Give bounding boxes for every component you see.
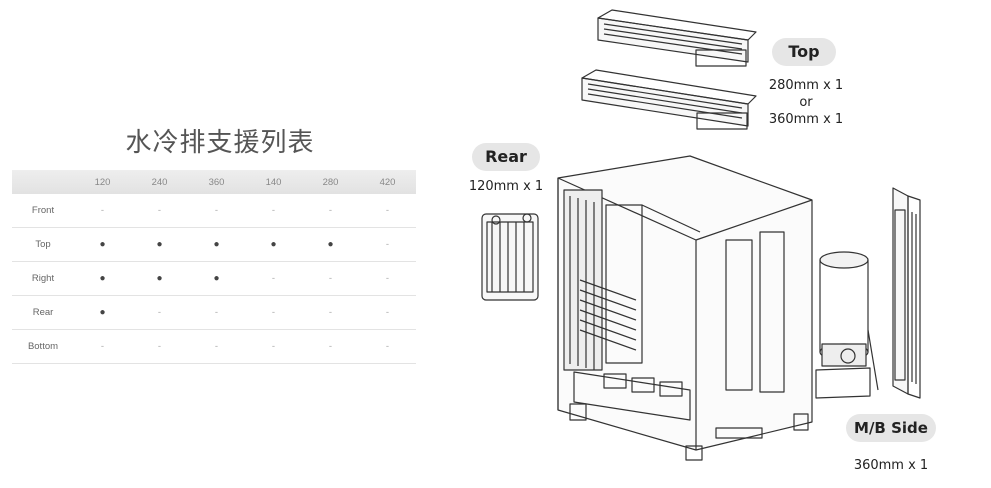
- mb-side-size: 360mm x 1: [853, 458, 929, 473]
- page-title: 水冷排支援列表: [125, 128, 315, 158]
- not-supported-dash: -: [359, 227, 416, 262]
- top-radiator-upper-illustration: [597, 9, 757, 67]
- radiator-support-table: 120 240 360 140 280 420 Front------Top●●…: [12, 170, 416, 364]
- not-supported-dash: -: [188, 194, 245, 228]
- row-label: Rear: [12, 295, 74, 330]
- supported-dot: ●: [302, 227, 359, 262]
- not-supported-dash: -: [74, 329, 131, 364]
- row-label: Bottom: [12, 329, 74, 364]
- top-or: or: [799, 95, 813, 110]
- top-size-info: 280mm x 1 or 360mm x 1: [756, 77, 856, 128]
- column-header: 280: [322, 176, 339, 188]
- pc-case-illustration: [557, 155, 813, 461]
- top-label: Top: [772, 38, 836, 66]
- row-label: Right: [12, 261, 74, 296]
- not-supported-dash: -: [245, 261, 302, 296]
- top-size-line2: 360mm x 1: [768, 112, 844, 127]
- supported-dot: ●: [188, 227, 245, 262]
- not-supported-dash: -: [302, 194, 359, 228]
- rear-radiator-illustration: [481, 213, 539, 301]
- rear-label: Rear: [472, 143, 540, 171]
- top-radiator-lower-illustration: [581, 69, 757, 130]
- not-supported-dash: -: [302, 261, 359, 296]
- table-row: Rear●-----: [12, 295, 416, 330]
- not-supported-dash: -: [359, 295, 416, 330]
- column-header: 240: [151, 176, 168, 188]
- not-supported-dash: -: [359, 261, 416, 296]
- supported-dot: ●: [74, 227, 131, 262]
- column-header: 120: [94, 176, 111, 188]
- pump-reservoir-illustration: [815, 251, 879, 399]
- column-header: 360: [208, 176, 225, 188]
- row-label: Front: [12, 194, 74, 228]
- not-supported-dash: -: [359, 329, 416, 364]
- not-supported-dash: -: [188, 295, 245, 330]
- supported-dot: ●: [74, 295, 131, 330]
- table-row: Right●●●---: [12, 261, 416, 296]
- supported-dot: ●: [131, 227, 188, 262]
- not-supported-dash: -: [302, 295, 359, 330]
- not-supported-dash: -: [245, 329, 302, 364]
- column-header: 420: [379, 176, 396, 188]
- mb-side-label: M/B Side: [846, 414, 936, 442]
- supported-dot: ●: [188, 261, 245, 296]
- not-supported-dash: -: [131, 329, 188, 364]
- table-row: Bottom------: [12, 329, 416, 364]
- not-supported-dash: -: [245, 194, 302, 228]
- top-size-line1: 280mm x 1: [768, 78, 844, 93]
- supported-dot: ●: [74, 261, 131, 296]
- not-supported-dash: -: [302, 329, 359, 364]
- supported-dot: ●: [245, 227, 302, 262]
- not-supported-dash: -: [131, 295, 188, 330]
- mb-side-radiator-illustration: [892, 187, 921, 399]
- not-supported-dash: -: [188, 329, 245, 364]
- not-supported-dash: -: [74, 194, 131, 228]
- row-label: Top: [12, 227, 74, 262]
- table-row: Top●●●●●-: [12, 227, 416, 262]
- column-header: 140: [265, 176, 282, 188]
- table-header-row: 120 240 360 140 280 420: [12, 170, 416, 194]
- supported-dot: ●: [131, 261, 188, 296]
- table-row: Front------: [12, 194, 416, 228]
- not-supported-dash: -: [131, 194, 188, 228]
- not-supported-dash: -: [245, 295, 302, 330]
- not-supported-dash: -: [359, 194, 416, 228]
- rear-size: 120mm x 1: [468, 179, 544, 194]
